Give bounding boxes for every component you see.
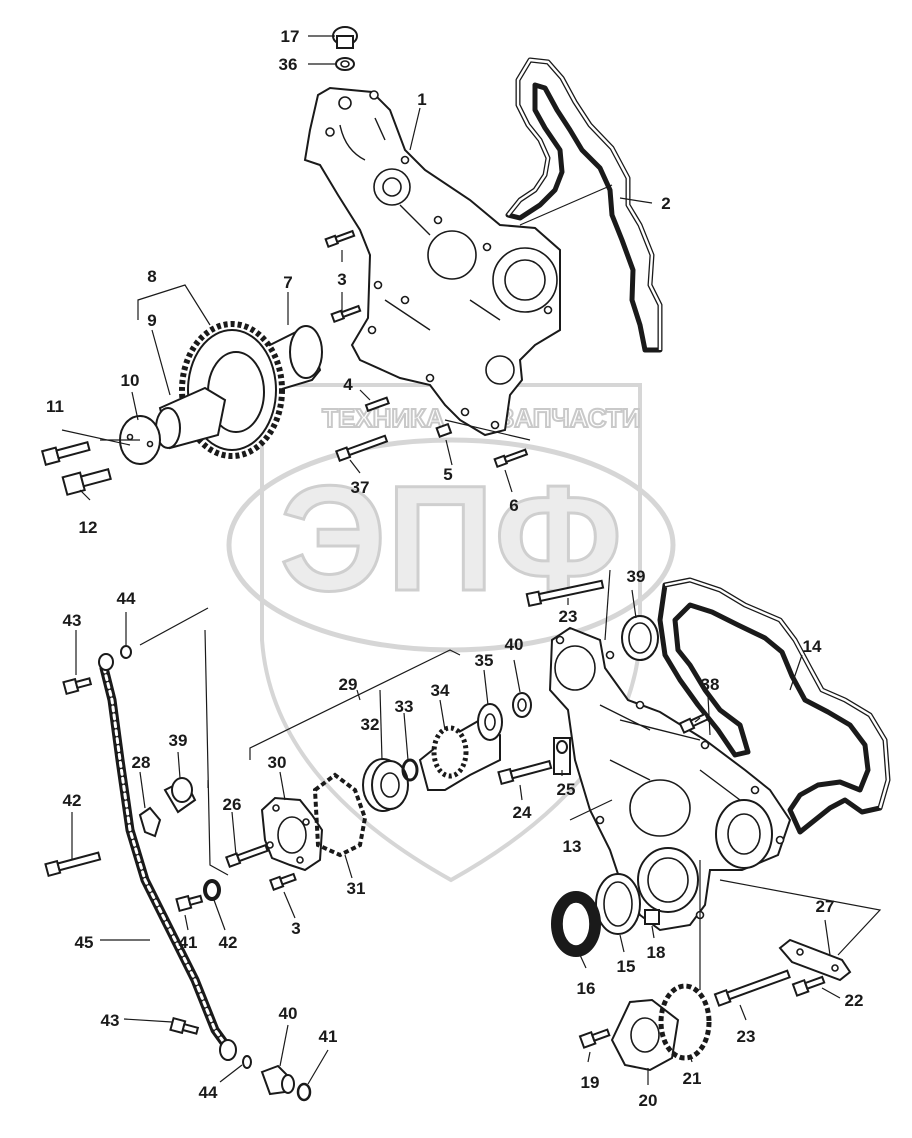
callout-42-mid: 42 (219, 933, 238, 952)
callout-43-top: 43 (63, 611, 82, 630)
upper-bolts (324, 26, 529, 469)
leader-lines (61, 35, 882, 1085)
callout-39-left: 39 (169, 731, 188, 750)
callout-42-left: 42 (63, 791, 82, 810)
callout-5: 5 (443, 465, 452, 484)
callout-9: 9 (147, 311, 156, 330)
callout-44-top: 44 (117, 589, 136, 608)
watermark-text-left: ТЕХНИКА (322, 403, 445, 433)
callout-34: 34 (431, 681, 450, 700)
callout-1: 1 (417, 90, 426, 109)
callout-43-bottom: 43 (101, 1011, 120, 1030)
callout-33: 33 (395, 697, 414, 716)
callout-14: 14 (803, 637, 822, 656)
oil-line-group (44, 645, 312, 1102)
callout-28: 28 (132, 753, 151, 772)
lower-bolts (497, 579, 852, 1072)
callout-8: 8 (147, 267, 156, 286)
idler-gear-group (40, 321, 323, 496)
callout-29: 29 (339, 675, 358, 694)
callout-19: 19 (581, 1073, 600, 1092)
callout-32: 32 (361, 715, 380, 734)
callout-30: 30 (268, 753, 287, 772)
lower-gasket (657, 577, 891, 835)
watermark-text-right: ЗАПЧАСТИ (498, 403, 641, 433)
callout-40-top: 40 (505, 635, 524, 654)
callout-4: 4 (343, 375, 353, 394)
callout-37: 37 (351, 478, 370, 497)
callout-40-bottom: 40 (279, 1004, 298, 1023)
callout-10: 10 (121, 371, 140, 390)
callout-3-top: 3 (337, 270, 346, 289)
callout-labels: 17 36 1 2 3 7 8 9 10 4 11 5 37 6 12 39 2… (46, 27, 863, 1110)
upper-gasket (505, 57, 663, 353)
callout-39-top: 39 (627, 567, 646, 586)
callout-23-bottom: 23 (737, 1027, 756, 1046)
callout-26: 26 (223, 795, 242, 814)
callout-36: 36 (279, 55, 298, 74)
callout-41-bottom: 41 (319, 1027, 338, 1046)
callout-21: 21 (683, 1069, 702, 1088)
lower-timing-cover (548, 626, 792, 932)
callout-45: 45 (75, 933, 94, 952)
pump-group (225, 692, 532, 891)
callout-41-mid: 41 (179, 933, 198, 952)
callout-17: 17 (281, 27, 300, 46)
callout-18: 18 (647, 943, 666, 962)
callout-2: 2 (661, 194, 670, 213)
callout-44-bottom: 44 (199, 1083, 218, 1102)
callout-38: 38 (701, 675, 720, 694)
callout-23-top: 23 (559, 607, 578, 626)
callout-35: 35 (475, 651, 494, 670)
callout-12: 12 (79, 518, 98, 537)
callout-13: 13 (563, 837, 582, 856)
upper-timing-cover (303, 86, 561, 437)
callout-15: 15 (617, 957, 636, 976)
callout-3-lower: 3 (291, 919, 300, 938)
callout-11: 11 (46, 397, 64, 416)
callout-20: 20 (639, 1091, 658, 1110)
callout-24: 24 (513, 803, 532, 822)
callout-6: 6 (509, 496, 518, 515)
callout-27: 27 (816, 897, 835, 916)
callout-25: 25 (557, 780, 576, 799)
callout-16: 16 (577, 979, 596, 998)
callout-31: 31 (347, 879, 366, 898)
callout-7: 7 (283, 273, 292, 292)
callout-22: 22 (845, 991, 864, 1010)
